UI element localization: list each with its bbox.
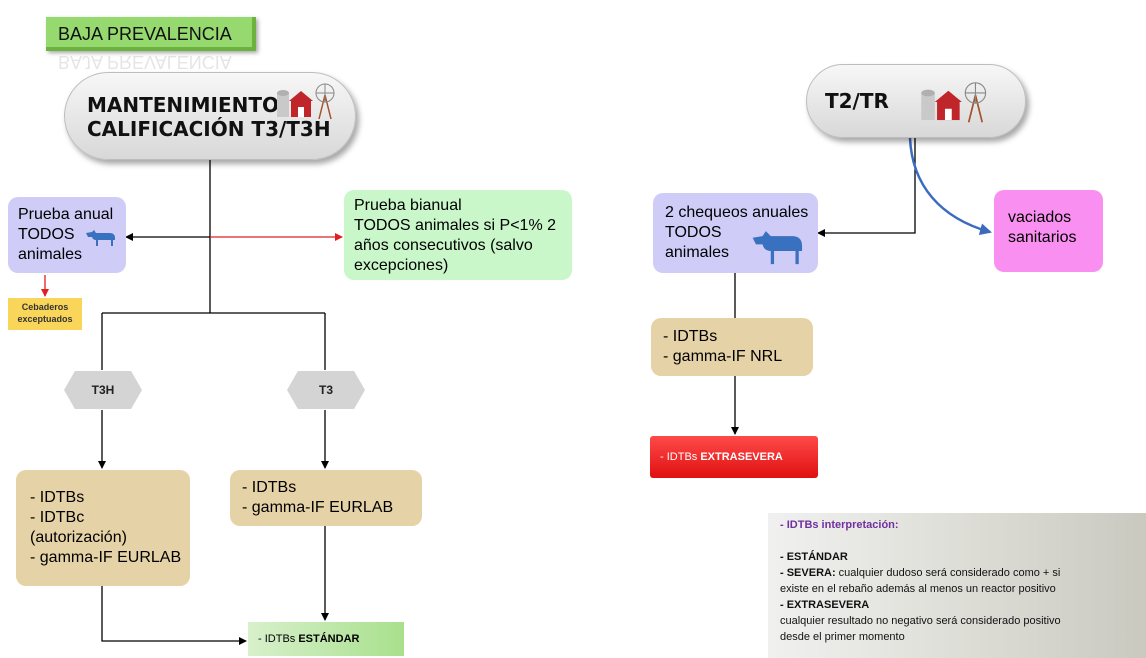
interp-severe-text1: cualquier dudoso será considerado como +…: [835, 567, 1061, 579]
sanitary-emptying-box: vaciados sanitarios: [994, 190, 1103, 272]
vaciados-line2: sanitarios: [1008, 229, 1077, 246]
interp-extra-text1: cualquier resultado no negativo será con…: [780, 615, 1061, 627]
extrasevere-result-bar: - IDTBs EXTRASEVERA: [650, 436, 818, 478]
checks-line1: 2 chequeos anuales: [665, 204, 809, 221]
nrl-tests-box: - IDTBs - gamma-IF NRL: [651, 318, 813, 376]
extra-label: EXTRASEVERA: [700, 451, 783, 463]
interp-extra-text2: desde el primer momento: [780, 631, 905, 643]
standard-result-bar: - IDTBs ESTÁNDAR: [248, 622, 404, 656]
vaciados-line1: vaciados: [1008, 209, 1072, 226]
nrl-test-1: - IDTBs: [663, 328, 718, 345]
note-line1: Cebaderos: [21, 302, 69, 312]
interp-extrasevere: - EXTRASEVERA: [780, 599, 870, 611]
maintenance-title: MANTENIMIENTO CALIFICACIÓN T3/T3H: [87, 93, 331, 141]
annual-test-line3: animales: [18, 246, 83, 263]
t3-tests-box: - IDTBs - gamma-IF EURLAB: [230, 470, 422, 526]
t2-tr-pill: T2/TR: [806, 64, 1026, 138]
t3h-test-1: - IDTBs: [30, 489, 85, 506]
t3h-test-3: (autorización): [30, 529, 127, 546]
farm-icon: [921, 82, 987, 123]
exception-note: Cebaderos exceptuados: [8, 298, 82, 330]
biannual-line3: años consecutivos (salvo: [354, 237, 533, 254]
annual-test-line1: Prueba anual: [18, 206, 114, 223]
maintenance-pill: MANTENIMIENTO CALIFICACIÓN T3/T3H: [64, 72, 356, 160]
maintenance-title-line1: MANTENIMIENTO: [87, 93, 279, 117]
biannual-line1: Prueba bianual: [354, 197, 462, 214]
interp-standard: - ESTÁNDAR: [780, 551, 848, 563]
interp-severe-text2: existe en el rebaño además al menos un r…: [780, 583, 1056, 595]
interpretation-panel: - IDTBs interpretación: - ESTÁNDAR - SEV…: [768, 513, 1146, 658]
maintenance-title-line2: CALIFICACIÓN T3/T3H: [87, 117, 331, 141]
interp-severe-label: - SEVERA:: [780, 567, 836, 579]
standard-label: ESTÁNDAR: [298, 633, 360, 645]
t3h-test-4: - gamma-IF EURLAB: [30, 549, 182, 566]
t3-test-2: - gamma-IF EURLAB: [242, 499, 394, 516]
biannual-test-box: Prueba bianual TODOS animales si P<1% 2 …: [344, 190, 572, 280]
cow-icon: [86, 230, 115, 246]
t3-test-1: - IDTBs: [242, 479, 297, 496]
annual-test-line2: TODOS: [18, 226, 75, 243]
extra-prefix: - IDTBs: [660, 451, 701, 463]
checks-line2: TODOS: [665, 224, 722, 241]
farm-icon: [277, 83, 335, 120]
cow-icon: [752, 231, 803, 265]
annual-checks-box: 2 chequeos anuales TODOS animales: [653, 193, 818, 273]
t3-hexagon: T3: [287, 371, 365, 409]
note-line2: exceptuados: [17, 314, 73, 324]
biannual-line2: TODOS animales si P<1% 2: [354, 217, 557, 234]
title-badge-reflection: BAJA PREVALENCIA: [58, 55, 232, 69]
t3h-test-2: - IDTBc: [30, 509, 85, 526]
t3h-hexagon: T3H: [64, 371, 142, 409]
nrl-test-2: - gamma-IF NRL: [663, 348, 783, 365]
interp-severe-line: - SEVERA: cualquier dudoso será consider…: [780, 565, 1146, 581]
t3h-tests-box: - IDTBs - IDTBc (autorización) - gamma-I…: [16, 470, 190, 586]
biannual-line4: excepciones): [354, 257, 449, 274]
standard-prefix: - IDTBs: [258, 633, 299, 645]
title-badge: BAJA PREVALENCIA: [46, 17, 256, 51]
t2-tr-title: T2/TR: [825, 89, 889, 113]
checks-line3: animales: [665, 244, 730, 261]
interpretation-title: - IDTBs interpretación:: [780, 519, 899, 531]
annual-test-box: Prueba anual TODOS animales: [8, 197, 126, 273]
